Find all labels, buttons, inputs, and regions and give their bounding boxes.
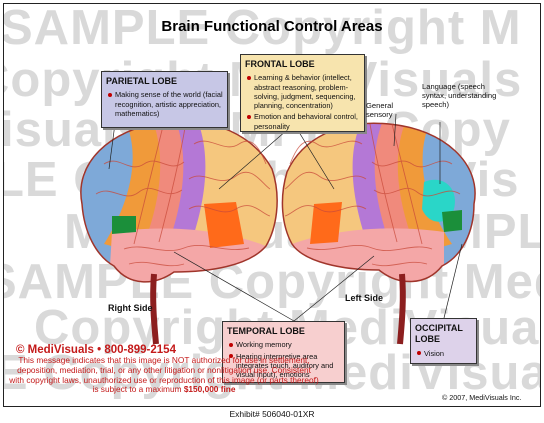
frontal-heading: FRONTAL LOBE xyxy=(245,59,315,69)
frontal-item: Learning & behavior (intellect, abstract… xyxy=(247,73,360,110)
disclaimer: This message indicates that this image i… xyxy=(9,355,319,395)
general-sensory-label: General sensory xyxy=(366,101,394,120)
right-side-label: Right Side xyxy=(108,303,153,313)
right-gyri-lines xyxy=(95,121,271,267)
brain-illustration xyxy=(80,113,476,345)
temporal-lobe-box: TEMPORAL LOBE Working memory Hearing int… xyxy=(222,321,345,383)
watermark-line: SAMPLE Copyright M xyxy=(3,3,522,55)
disclaimer-fine: $150,000 fine xyxy=(183,384,236,395)
temporal-item: Working memory xyxy=(229,340,340,349)
frontal-item: Emotion and behavioral control, personal… xyxy=(247,112,360,131)
illustration-frame: SAMPLE Copyright M Copyright MediVisuals… xyxy=(3,3,541,407)
watermark-line: SAMPLE Copyright Medi xyxy=(3,255,541,309)
occipital-item: Vision xyxy=(417,349,472,358)
copyright-notice: © 2007, MediVisuals Inc. xyxy=(442,393,522,402)
leader-lines xyxy=(108,113,463,322)
left-side-label: Left Side xyxy=(345,293,384,303)
left-brainstem xyxy=(397,273,406,345)
language-label: Language (speech syntax, understanding s… xyxy=(422,82,497,110)
occipital-heading: OCCIPITAL LOBE xyxy=(415,323,463,345)
frontal-lobe-box: FRONTAL LOBE Learning & behavior (intell… xyxy=(240,54,365,132)
page-title: Brain Functional Control Areas xyxy=(161,18,383,35)
right-brainstem xyxy=(150,273,159,345)
right-hemisphere xyxy=(80,120,278,282)
parietal-item: Making sense of the world (facial recogn… xyxy=(108,90,223,118)
occipital-lobe-box: OCCIPITAL LOBE Vision xyxy=(410,318,477,364)
exhibit-number: Exhibit# 506040-01XR xyxy=(229,409,315,419)
disclaimer-text: This message indicates that this image i… xyxy=(9,355,319,395)
parietal-lobe-box: PARIETAL LOBE Making sense of the world … xyxy=(101,71,228,128)
temporal-heading: TEMPORAL LOBE xyxy=(227,326,305,336)
temporal-item: Hearing interpretive area integrates tou… xyxy=(229,352,340,380)
parietal-heading: PARIETAL LOBE xyxy=(106,76,178,86)
brand-line: © MediVisuals • 800-899-2154 xyxy=(16,344,176,356)
